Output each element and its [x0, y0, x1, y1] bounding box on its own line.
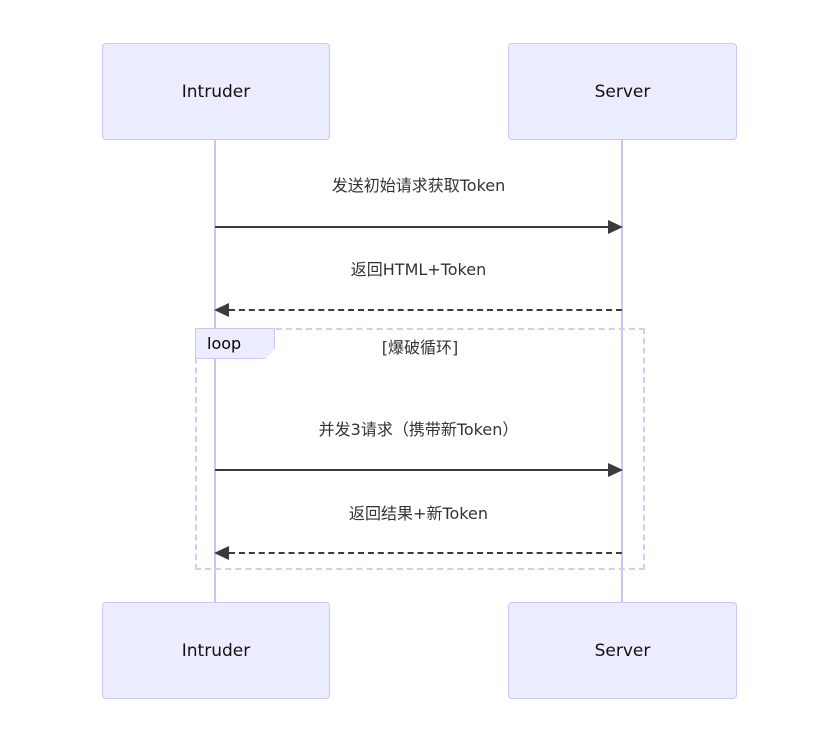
- arrowhead-right-icon: [608, 463, 623, 477]
- actor-label-server: Server: [594, 81, 651, 102]
- lifeline-server: [621, 140, 623, 602]
- message-line-return-html-token: [214, 303, 622, 317]
- message-label-return-result-token: 返回结果+新Token: [349, 504, 488, 523]
- actor-label-intruder: Intruder: [181, 640, 251, 661]
- loop-fragment-box: [195, 328, 645, 570]
- message-label-return-html-token: 返回HTML+Token: [350, 260, 487, 279]
- loop-label-tab: loop: [195, 328, 275, 359]
- loop-label-text: loop: [207, 334, 242, 353]
- arrowhead-left-icon: [214, 303, 229, 317]
- actor-label-intruder: Intruder: [181, 81, 251, 102]
- message-line-initial-request: [215, 220, 623, 234]
- actor-box-server-bottom: Server: [508, 602, 737, 699]
- message-label-concurrent-requests: 并发3请求（携带新Token）: [318, 420, 519, 439]
- arrowhead-right-icon: [608, 220, 623, 234]
- message-line-return-result-token: [214, 546, 622, 560]
- arrowhead-left-icon: [214, 546, 229, 560]
- actor-label-server: Server: [594, 640, 651, 661]
- actor-box-intruder-top: Intruder: [102, 43, 330, 140]
- loop-condition-text: [爆破循环]: [381, 338, 459, 357]
- lifeline-intruder: [214, 140, 216, 602]
- actor-box-server-top: Server: [508, 43, 737, 140]
- actor-box-intruder-bottom: Intruder: [102, 602, 330, 699]
- message-label-initial-request: 发送初始请求获取Token: [331, 176, 506, 195]
- message-line-concurrent-requests: [215, 463, 623, 477]
